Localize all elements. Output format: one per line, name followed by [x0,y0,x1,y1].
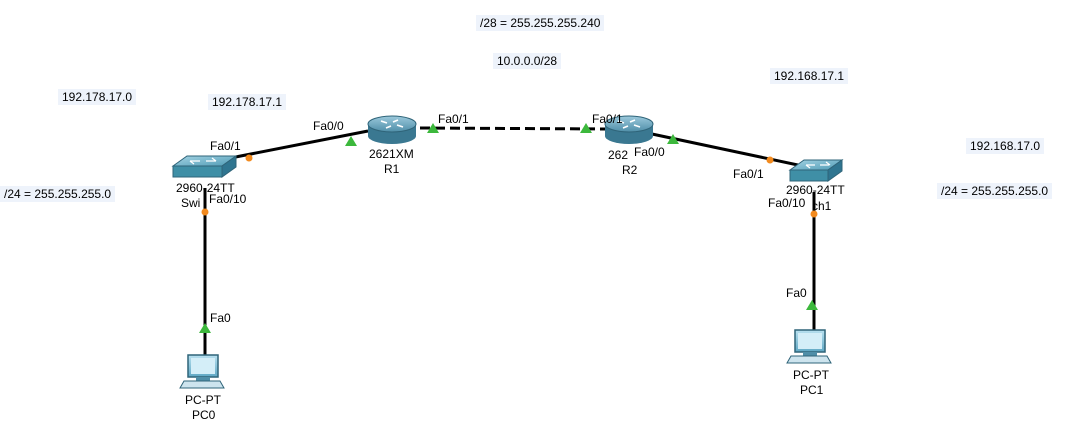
status-triangle-green [345,136,357,146]
router-r1-icon[interactable] [367,115,417,144]
note-left-network[interactable]: 192.178.17.0 [58,89,137,105]
note-top-mask[interactable]: /28 = 255.255.255.240 [476,15,605,31]
port-label-sw0-uplink: Fa0/1 [210,139,241,153]
port-label-pc0: Fa0 [210,311,231,325]
note-right-gateway[interactable]: 192.168.17.1 [770,68,849,84]
device-name-pc1: PC1 [800,383,824,397]
device-model-r2: 262 [608,148,629,162]
port-label-sw0-access: Fa0/10 [209,192,247,206]
status-dot-orange [245,154,253,162]
port-label-r2-lan: Fa0/0 [634,145,665,159]
port-label-pc1: Fa0 [786,286,807,300]
status-triangle-green [427,123,439,133]
device-name-sw1: ch1 [812,199,832,213]
port-label-r1-wan: Fa0/1 [438,112,469,126]
note-left-mask[interactable]: /24 = 255.255.255.0 [0,186,116,202]
status-triangle-green [199,323,211,333]
port-label-sw1-uplink: Fa0/1 [733,167,764,181]
device-model-r1: 2621XM [369,147,414,161]
device-name-pc0: PC0 [192,408,216,422]
pc1-icon[interactable] [786,329,832,364]
port-label-r1-lan: Fa0/0 [313,119,344,133]
device-model-sw0: 2960-24TT [176,181,235,195]
device-name-r1: R1 [384,162,400,176]
status-dot-orange [201,208,209,216]
status-triangle-green [806,300,818,310]
device-model-pc1: PC-PT [793,368,829,382]
note-wan-network[interactable]: 10.0.0.0/28 [493,53,562,69]
note-right-mask[interactable]: /24 = 255.255.255.0 [937,183,1053,199]
switch-sw1-icon[interactable] [788,159,844,182]
link-status-markers [199,123,818,333]
status-triangle-green [667,134,679,144]
link-r2-sw1[interactable] [651,132,813,170]
status-triangle-green [580,123,592,133]
link-r1-r2-serial[interactable] [419,126,611,131]
router-r2-icon[interactable] [604,115,654,144]
device-name-sw0: Swi [181,196,201,210]
pc0-icon[interactable] [179,354,225,389]
port-label-sw1-access: Fa0/10 [768,196,806,210]
note-right-network[interactable]: 192.168.17.0 [966,138,1045,154]
switch-sw0-icon[interactable] [171,155,238,178]
device-name-r2: R2 [622,163,638,177]
device-model-pc0: PC-PT [185,393,221,407]
port-label-r2-wan: Fa0/1 [592,112,623,126]
status-dot-orange [766,156,774,164]
device-model-sw1: 2960-24TT [786,183,845,197]
note-left-gateway[interactable]: 192.178.17.1 [208,94,287,110]
status-dot-orange [810,210,818,218]
links [203,126,816,356]
